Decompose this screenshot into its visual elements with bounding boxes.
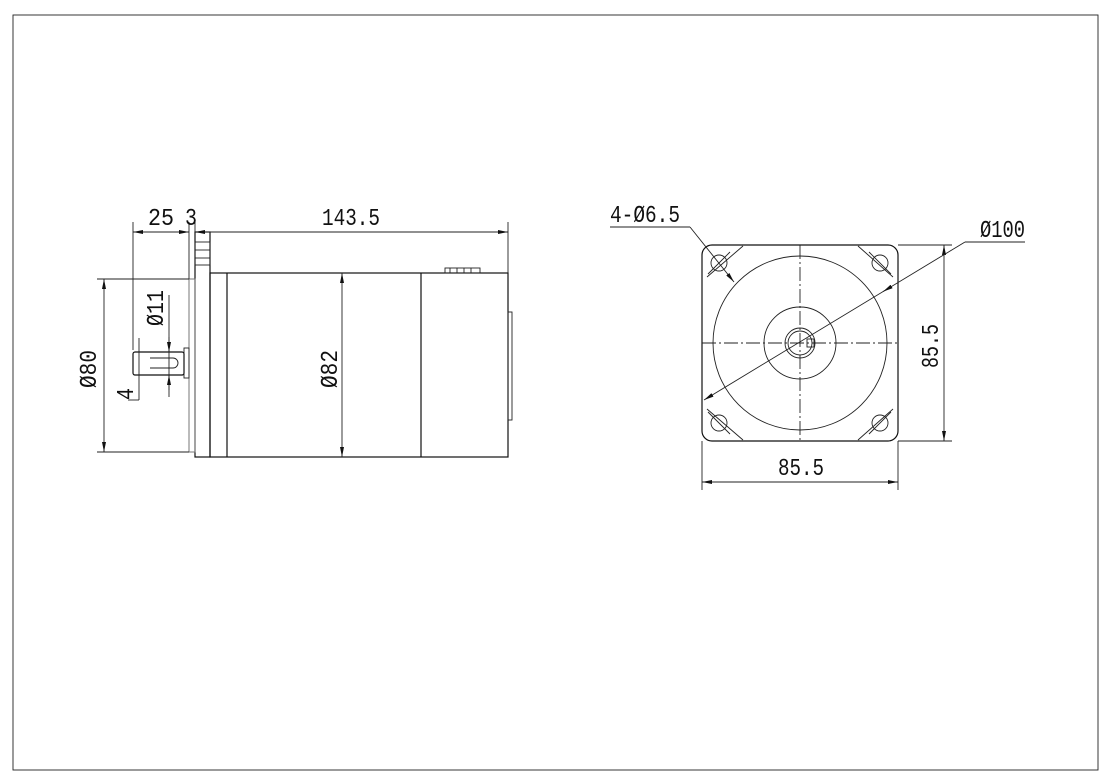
dim-bolt-circle [703,241,966,401]
label-flange-width: 85.5 [778,456,824,483]
front-view: 85.5 85.5 Ø100 4-Ø6.5 [610,203,1025,490]
label-body-diameter: Ø82 [318,350,345,388]
end-cap [507,311,513,421]
label-bolt-circle: Ø100 [980,218,1025,245]
label-key-width: 4 [114,388,141,400]
side-view: 25 3 143.5 Ø80 Ø11 4 Ø82 [77,206,513,458]
keyway [150,357,179,369]
top-connector [444,267,481,274]
drawing-frame [12,14,1099,771]
shaft-collar [183,347,190,379]
mounting-hole [871,254,889,272]
pilot-boss [188,278,196,453]
flange-tabs [194,241,211,266]
flange-plate [194,231,211,458]
mounting-hole [710,414,728,432]
label-shaft-length: 25 [148,206,174,233]
label-flange-thickness: 3 [185,206,197,233]
motor-body [209,272,509,458]
label-body-length: 143.5 [322,206,380,233]
label-mounting-holes: 4-Ø6.5 [610,203,680,230]
mounting-hole [710,254,728,272]
shaft [132,351,185,376]
leader-mounting-holes [689,226,735,283]
label-shaft-diameter: Ø11 [144,290,171,326]
label-pilot-diameter: Ø80 [77,350,104,388]
mounting-hole [871,414,889,432]
label-flange-height: 85.5 [919,324,946,368]
